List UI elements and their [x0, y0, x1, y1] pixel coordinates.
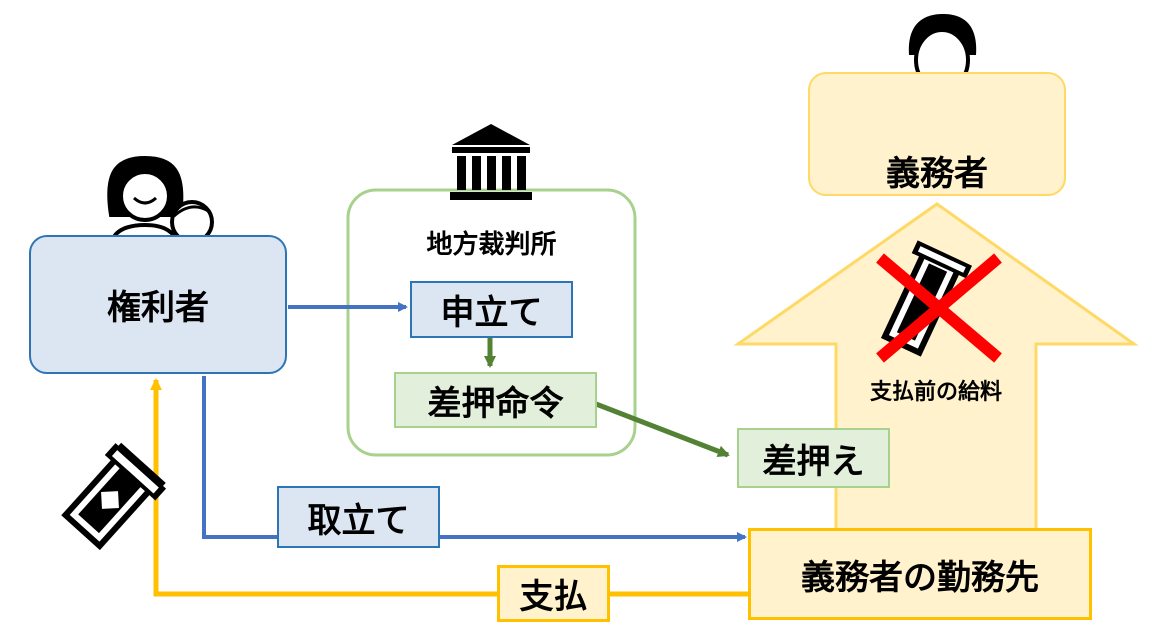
collection-box: 取立て	[277, 486, 440, 548]
petition-box: 申立て	[410, 281, 573, 338]
employer-label: 義務者の勤務先	[801, 557, 1039, 598]
seizure-label: 差押え	[762, 441, 865, 482]
petition-label: 申立て	[440, 293, 543, 333]
creditor-box: 権利者	[29, 235, 287, 374]
creditor-label: 権利者	[107, 288, 209, 328]
court-label-box: 地方裁判所	[350, 222, 633, 262]
court-label: 地方裁判所	[426, 229, 557, 260]
seizure-order-box: 差押命令	[394, 372, 597, 428]
seizure-order-label: 差押命令	[427, 383, 564, 424]
seizure-box: 差押え	[737, 428, 890, 488]
arrow-order-to-seizure	[595, 401, 730, 458]
payment-label: 支払	[519, 577, 588, 617]
debtor-label: 義務者	[886, 153, 988, 194]
salary-label: 支払前の給料	[869, 380, 1002, 405]
collection-label: 取立て	[307, 500, 410, 541]
courthouse-icon	[450, 124, 532, 200]
arrow-collection-line	[202, 376, 747, 542]
crossed-out-money-icon	[876, 240, 1002, 363]
employer-box: 義務者の勤務先	[748, 528, 1092, 620]
payment-box: 支払	[497, 565, 610, 622]
salary-label-box: 支払前の給料	[836, 372, 1036, 408]
money-icon	[61, 442, 167, 551]
debtor-box: 義務者	[808, 72, 1066, 196]
